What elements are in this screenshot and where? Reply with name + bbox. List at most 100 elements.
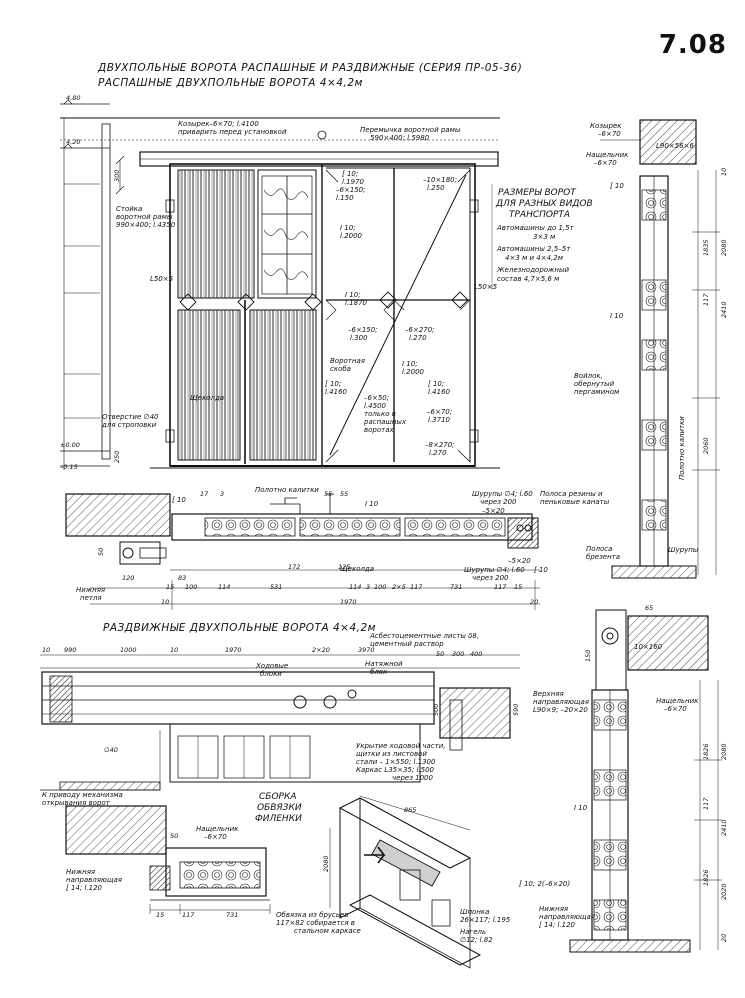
hinge-label-2: петля <box>80 594 102 602</box>
dim-172: 172 <box>288 563 301 571</box>
gate-sizes-title-1: РАЗМЕРЫ ВОРОТ <box>498 188 576 198</box>
bottom-nash-2: –6×70 <box>204 833 227 841</box>
sliding-d1000: 1000 <box>120 646 137 654</box>
post-label-2: воротной рамы <box>116 213 173 221</box>
assembly-peg-2: ∅12; l.82 <box>460 936 493 944</box>
section-nash: Нащельник <box>586 151 629 159</box>
level-000: ±0.00 <box>60 441 80 449</box>
lintel-label: Перемычка воротной рамы <box>360 126 461 134</box>
l50-right: L50×5 <box>474 283 498 291</box>
sliding-d10b: 10 <box>170 646 179 654</box>
sliding-d40: ∅40 <box>104 746 118 754</box>
sliding-gate-drawing <box>40 654 520 791</box>
latch-label: Щеколда <box>190 394 225 402</box>
dim-117b: 117 <box>494 583 507 591</box>
sec2-lower-3: [ 14; l.120 <box>539 921 575 929</box>
cover-label-2: щитки из листовой <box>356 750 427 758</box>
sec2-d150: 150 <box>584 649 592 662</box>
assembly-tenon: Шпонка <box>460 908 490 916</box>
bracket-label-2: скоба <box>330 365 351 373</box>
c10-4160-right-l: l.4160 <box>428 388 450 396</box>
level-480: 4,80 <box>66 94 81 102</box>
dim-10: 10 <box>161 598 170 606</box>
wicket-label: Полотно калитки <box>255 486 319 494</box>
gate-size-row2-b: 4×3 м и 4×4,2м <box>505 254 564 262</box>
section-visor: Козырек <box>590 122 622 130</box>
i10-2000-top-l: l.2000 <box>340 232 362 240</box>
strip-6x150-b-l: l.300 <box>350 334 368 342</box>
assembly-peg: Нагель <box>460 928 487 936</box>
sliding-d400: 400 <box>470 650 483 658</box>
frame-assembly-isometric <box>329 795 482 969</box>
bottom-d50: 50 <box>170 832 179 840</box>
strip-6x270-l: l.270 <box>409 334 427 342</box>
sec2-c10: [ 10; 2(–6×20) <box>519 880 571 888</box>
main-title: ДВУХПОЛЬНЫЕ ВОРОТА РАСПАШНЫЕ И РАЗДВИЖНЫ… <box>98 62 523 74</box>
section-i10: I 10 <box>610 312 624 320</box>
dim-100b: 100 <box>374 583 387 591</box>
gate-size-row1-b: 3×3 м <box>533 233 556 241</box>
gate-size-row3-a: Железнодорожный <box>497 266 570 274</box>
asbestos-label-2: цементный раствор <box>370 640 444 648</box>
hinge-label: Нижняя <box>76 586 106 594</box>
asbestos-label: Асбестоцементные листы δ8, <box>370 632 480 640</box>
dim-55a: 55 <box>324 490 333 498</box>
sliding-d300: 300 <box>452 650 465 658</box>
dim-83: 83 <box>178 574 187 582</box>
plan-c10: [ 10 <box>172 496 186 504</box>
visor-label: Козырек–6×70; l.4100 <box>178 120 259 128</box>
bottom-nash: Нащельник <box>196 825 239 833</box>
sec2-d20: 20 <box>720 933 728 942</box>
gate-size-row2-a: Автомашины 2,5–5т <box>497 245 571 253</box>
bottom-d117: 117 <box>182 911 195 919</box>
dim-531: 531 <box>270 583 283 591</box>
strip-6x50-note2: распашных <box>364 418 407 426</box>
assembly-frame: Обвязка из брусьев <box>276 911 349 919</box>
dim-1970: 1970 <box>340 598 357 606</box>
level-015: –0.15 <box>60 463 78 471</box>
strip-6x70: –6×70; <box>427 408 453 416</box>
sec2-d65: 65 <box>645 604 654 612</box>
section-visor-2: –6×70 <box>598 130 621 138</box>
dim-17: 17 <box>200 490 209 498</box>
dim-3: 3 <box>220 490 225 498</box>
strip-6x270: –6×270; <box>405 326 435 334</box>
dim-20: 20 <box>530 598 539 606</box>
sec2-nash-2: –6×70 <box>664 705 687 713</box>
cover-label-3: стали – 1×550; l.1300 <box>356 758 436 766</box>
hole-label: Отверстие ∅40 <box>102 413 159 421</box>
cover-label-5: через 1000 <box>392 774 433 782</box>
strip-6x50-l: l.4500 <box>364 402 386 410</box>
post-label: Стойка <box>116 205 143 213</box>
tension-label-2: блок <box>370 668 388 676</box>
strip-6x70-l: l.3710 <box>428 416 450 424</box>
strip-5x20-bot: –5×20 <box>508 557 531 565</box>
sec2-lower-2: направляющая <box>539 913 595 921</box>
dim-731: 731 <box>450 583 463 591</box>
dim-55b: 55 <box>340 490 349 498</box>
strip-6x150-l: l.150 <box>336 194 354 202</box>
visor-label-2: приварить перед установкой <box>178 128 287 136</box>
bottom-lower: Нижняя <box>66 868 96 876</box>
sec2-d2410: 2410 <box>720 819 728 836</box>
dim-300: 300 <box>113 169 121 182</box>
sliding-d990: 990 <box>64 646 77 654</box>
strip-10x180: –10×180; <box>423 176 457 184</box>
sec2-d2020: 2020 <box>720 883 728 900</box>
dim-114b: 114 <box>349 583 362 591</box>
sec2-upper-3: L90×9; –20×20 <box>533 706 588 714</box>
assembly-frame-2: 117×82 собирается в <box>276 919 355 927</box>
section-d2060: 2060 <box>702 437 710 454</box>
assembly-tenon-2: 26×117; l.195 <box>460 916 511 924</box>
strip-6x50-note1: только в <box>364 410 396 418</box>
section-d117: 117 <box>702 293 710 306</box>
sec2-d2080: 2080 <box>720 743 728 760</box>
section-d2410: 2410 <box>720 301 728 318</box>
swing-vertical-section <box>600 119 720 579</box>
tarp-label: Полоса <box>586 545 613 553</box>
dim-117: 117 <box>410 583 423 591</box>
assembly-title-2: ОБВЯЗКИ <box>257 803 302 813</box>
section-wicket: Полотно калитки <box>678 416 686 480</box>
